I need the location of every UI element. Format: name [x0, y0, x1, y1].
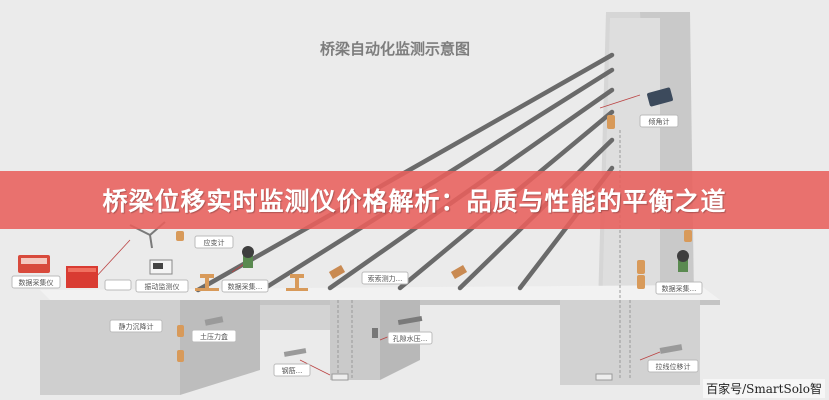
label-soil-pressure: 土压力盒 [191, 329, 237, 343]
svg-text:数据采集仪: 数据采集仪 [19, 278, 54, 287]
svg-text:拉线位移计: 拉线位移计 [656, 362, 691, 371]
bearings [195, 274, 308, 291]
label-acquisition-1: 数据采集... [221, 279, 269, 293]
label-acquisition-2: 数据采集... [655, 281, 703, 295]
pier-middle [330, 300, 380, 380]
banner-title: 桥梁位移实时监测仪价格解析：品质与性能的平衡之道 [102, 187, 727, 216]
label-pore-pressure: 孔隙水压... [387, 331, 433, 345]
label-settlement: 静力沉降计 [109, 319, 163, 333]
svg-text:孔隙水压...: 孔隙水压... [393, 334, 428, 343]
svg-text:数据采集...: 数据采集... [228, 282, 263, 291]
label-rebar: 钢筋... [273, 363, 311, 377]
svg-text:钢筋...: 钢筋... [282, 366, 303, 375]
svg-text:振动监测仪: 振动监测仪 [145, 282, 180, 291]
svg-text:倾角计: 倾角计 [649, 117, 670, 126]
title-banner: 桥梁位移实时监测仪价格解析：品质与性能的平衡之道 [0, 171, 829, 229]
label-displacement: 拉线位移计 [647, 359, 699, 373]
svg-text:静力沉降计: 静力沉降计 [119, 322, 154, 331]
label-vibration: 振动监测仪 [135, 279, 189, 293]
diagram-title: 桥梁自动化监测示意图 [320, 40, 470, 58]
svg-text:数据采集...: 数据采集... [662, 284, 697, 293]
abutment-left [40, 300, 180, 395]
label-tilt: 倾角计 [639, 114, 679, 128]
svg-text:土压力盒: 土压力盒 [200, 332, 228, 341]
gnss-receivers [242, 246, 689, 272]
watermark: 百家号/SmartSolo智 [703, 379, 825, 398]
tiltmeter-icon [647, 87, 673, 107]
svg-text:索索测力...: 索索测力... [368, 274, 403, 283]
label-cable-force: 索索测力... [361, 271, 409, 285]
strain-sensors [176, 115, 692, 362]
svg-text:应变计: 应变计 [204, 238, 225, 247]
cable-anchors [328, 265, 468, 279]
label-collector-left: 数据采集仪 [11, 275, 61, 289]
label-strain: 应变计 [194, 235, 234, 249]
